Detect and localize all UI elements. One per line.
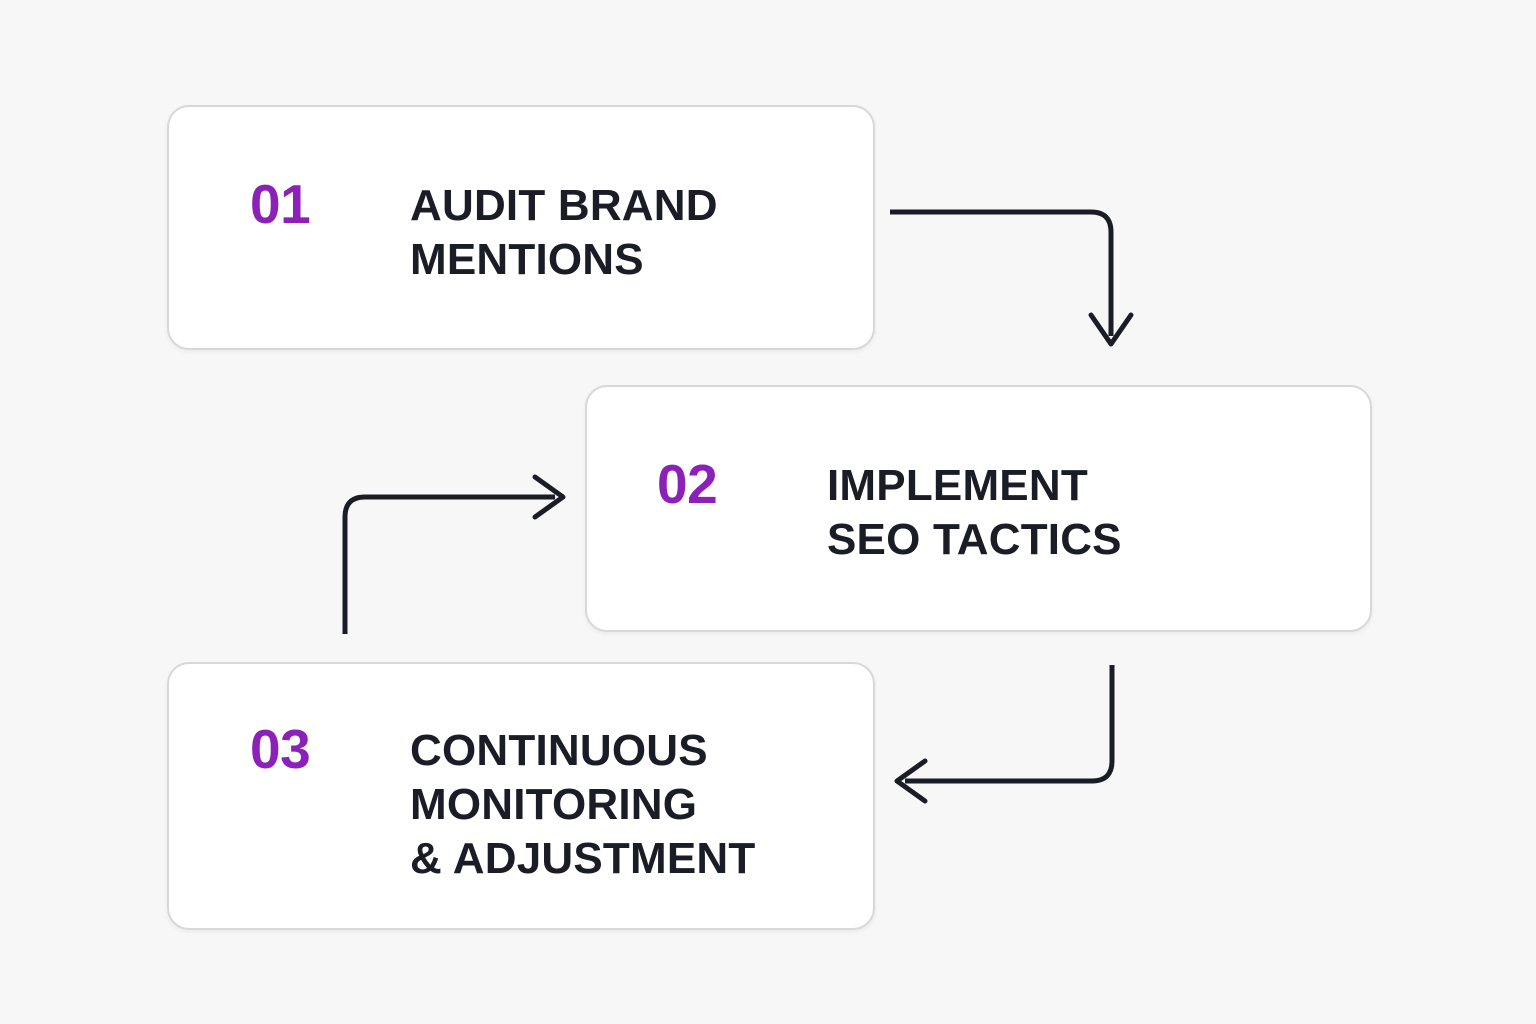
step-number-03: 03 [250,718,311,781]
step-number-01: 01 [250,172,311,235]
step-card-01-content: 01 AUDIT BRAND MENTIONS [169,169,873,286]
arrow-step3-to-step2 [342,474,566,634]
step-card-02[interactable]: 02 IMPLEMENT SEO TACTICS [585,385,1372,632]
step-number-02: 02 [657,452,718,515]
step-label-02: IMPLEMENT SEO TACTICS [827,460,1122,564]
step-card-02-content: 02 IMPLEMENT SEO TACTICS [587,451,1370,566]
arrow-step1-to-step2 [890,209,1134,347]
step-card-03[interactable]: 03 CONTINUOUS MONITORING & ADJUSTMENT [167,662,875,930]
step-card-03-content: 03 CONTINUOUS MONITORING & ADJUSTMENT [169,706,873,885]
arrow-step2-to-step3 [894,665,1115,804]
step-card-01[interactable]: 01 AUDIT BRAND MENTIONS [167,105,875,350]
step-label-01: AUDIT BRAND MENTIONS [410,180,718,284]
step-label-03: CONTINUOUS MONITORING & ADJUSTMENT [410,726,756,883]
